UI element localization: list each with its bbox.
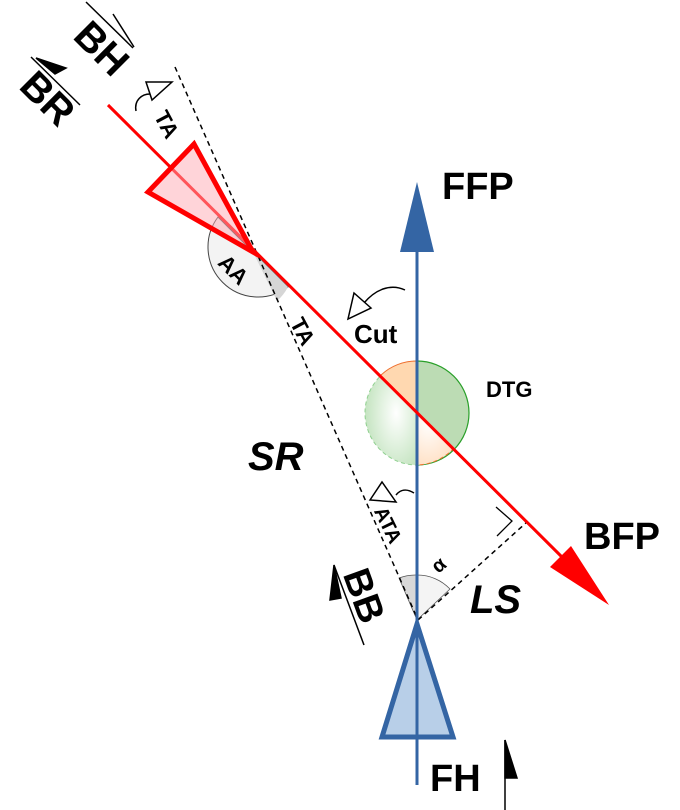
label-bb: BB [334, 563, 392, 629]
label-sr: SR [248, 435, 304, 479]
bfp-arrowhead [550, 546, 609, 605]
label-fh: FH [430, 758, 481, 800]
ffp-arrowhead [400, 182, 434, 252]
br-arrow-icon [30, 56, 81, 106]
dtg-circle [364, 360, 470, 466]
label-ata: ATA [369, 503, 405, 547]
label-ffp: FFP [442, 166, 514, 208]
label-ta-top: TA [149, 106, 184, 142]
bh-arrow-icon [85, 1, 135, 49]
label-dtg: DTG [486, 377, 532, 402]
ta-rotation-arrow-icon [134, 81, 174, 112]
cut-rotation-arrow-icon [346, 286, 406, 321]
fh-arrow-icon [504, 739, 519, 810]
ls-dashed-line [417, 521, 528, 621]
label-bfp: BFP [584, 516, 660, 558]
label-bh: BH [65, 13, 137, 85]
ta-dashed-line [174, 66, 419, 621]
bb-arrow-icon [329, 564, 365, 646]
bh-triangle [143, 139, 260, 259]
ata-rotation-arrow-icon [368, 480, 415, 503]
label-ls: LS [470, 578, 521, 622]
label-alpha: α [427, 553, 451, 578]
right-angle-marker [495, 506, 513, 537]
label-cut: Cut [354, 319, 398, 349]
label-ta-mid: TA [285, 313, 320, 349]
label-br: BR [11, 63, 83, 135]
